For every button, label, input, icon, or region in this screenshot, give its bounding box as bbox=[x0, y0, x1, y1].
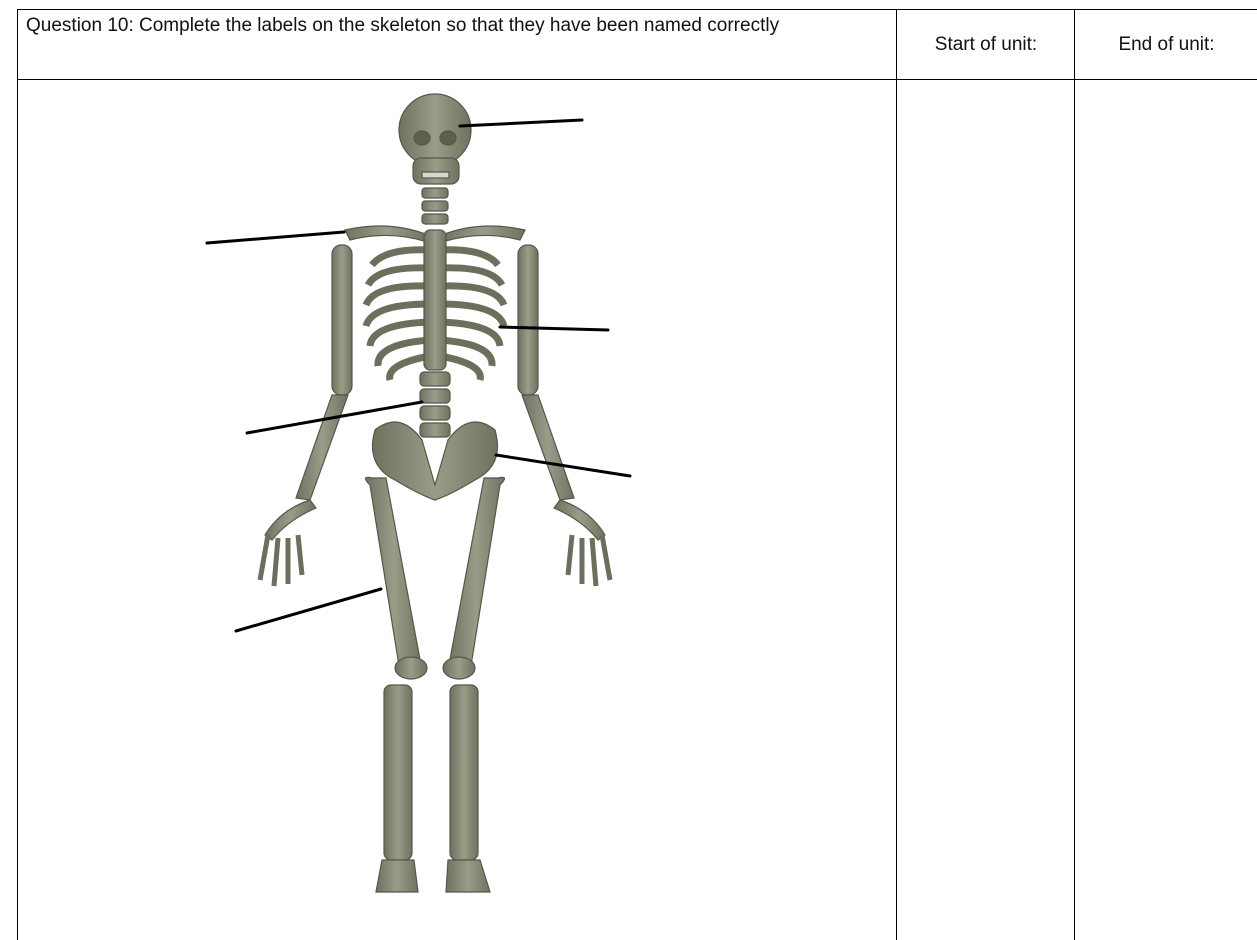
femur-bone bbox=[365, 477, 427, 679]
clavicle-bone-right bbox=[442, 226, 525, 242]
label-line-clavicle bbox=[207, 232, 344, 243]
end-of-unit-answer-cell[interactable] bbox=[1076, 81, 1257, 940]
start-of-unit-header: Start of unit: bbox=[898, 33, 1074, 57]
skeleton-illustration bbox=[160, 80, 680, 940]
clavicle-bone bbox=[345, 226, 428, 242]
start-of-unit-answer-cell[interactable] bbox=[898, 81, 1073, 940]
foot-bones bbox=[376, 860, 490, 892]
label-line-femur bbox=[236, 589, 381, 631]
neck-vertebrae bbox=[422, 188, 448, 224]
lower-leg-bones bbox=[384, 685, 478, 860]
label-line-ribs bbox=[500, 327, 608, 330]
table-top-border bbox=[17, 9, 1257, 10]
label-line-skull bbox=[460, 120, 582, 126]
spine bbox=[420, 230, 450, 437]
label-lines bbox=[207, 120, 630, 631]
femur-bone-right bbox=[443, 477, 505, 679]
column-divider-start bbox=[1074, 9, 1075, 940]
question-text: Question 10: Complete the labels on the … bbox=[26, 14, 886, 38]
arm-bones-right bbox=[518, 245, 610, 586]
end-of-unit-header: End of unit: bbox=[1076, 33, 1257, 57]
table-left-border bbox=[17, 9, 18, 940]
skull-bone bbox=[399, 94, 471, 184]
column-divider-question bbox=[896, 9, 897, 940]
